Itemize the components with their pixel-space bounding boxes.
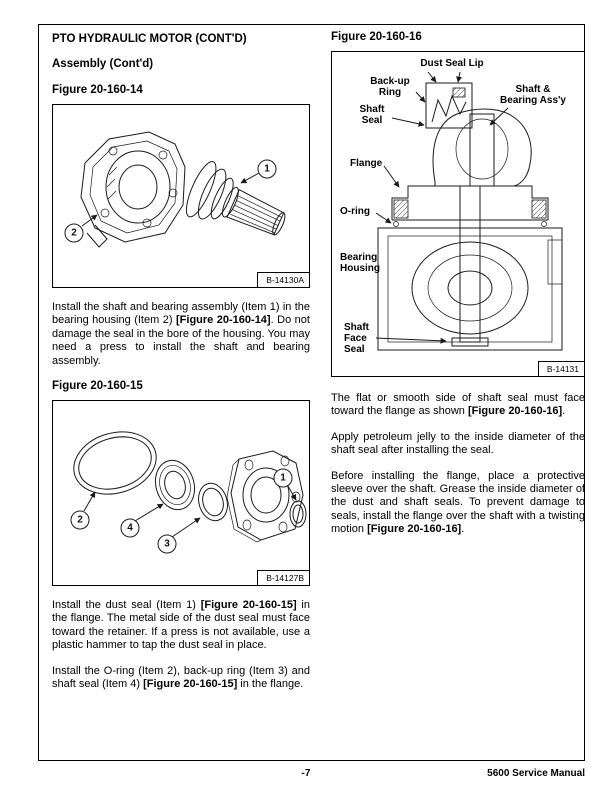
- left-column: PTO HYDRAULIC MOTOR (CONT'D) Assembly (C…: [52, 33, 310, 703]
- fig14-callout-2: 2: [71, 228, 77, 239]
- figure-14-title: Figure 20-160-14: [52, 84, 143, 96]
- section-heading: PTO HYDRAULIC MOTOR (CONT'D): [52, 33, 247, 45]
- flange-drawing: [226, 450, 304, 543]
- shaft-bearing-section-drawing: [432, 108, 532, 187]
- figure-reference: [Figure 20-160-15]: [200, 599, 297, 612]
- figure-16-ref: B-14131: [537, 361, 584, 376]
- text-run: .: [562, 405, 566, 418]
- fig15-callout-4-circle: [120, 518, 140, 538]
- page-number: -7: [301, 768, 311, 779]
- manual-title: 5600 Service Manual: [487, 768, 585, 779]
- label-back-up-ring: Back-up Ring: [370, 76, 410, 98]
- label-o-ring: O-ring: [340, 206, 370, 217]
- text-run: in the flange.: [237, 678, 304, 691]
- text-run: Install the dust seal (Item 1): [52, 599, 201, 612]
- subsection-heading: Assembly (Cont'd): [52, 58, 154, 70]
- figure-reference: [Figure 20-160-14]: [176, 314, 271, 327]
- figure-14: 1 2 B-14130A: [52, 104, 310, 288]
- fig15-callout-1-circle: [273, 468, 293, 488]
- label-bearing-housing: Bearing Housing: [340, 252, 380, 274]
- paragraph-shaft-seal-orientation: The flat or smooth side of shaft seal mu…: [331, 392, 585, 419]
- label-dust-seal-lip: Dust Seal Lip: [420, 58, 484, 69]
- text-run: Install the shaft and bearing assembly (…: [52, 301, 310, 327]
- paragraph-install-oring: Install the O-ring (Item 2), back-up rin…: [52, 665, 310, 692]
- fig15-callout-4: 4: [127, 523, 133, 534]
- figure-16-drawing: [375, 71, 563, 351]
- page-border: [38, 24, 585, 761]
- dust-seal-inset-drawing: [425, 82, 473, 129]
- figure-16-title: Figure 20-160-16: [331, 31, 422, 43]
- figure-reference: [Figure 20-160-16]: [367, 523, 462, 536]
- figure-reference: [Figure 20-160-15]: [143, 678, 238, 691]
- label-shaft-seal: Shaft Seal: [359, 104, 385, 126]
- backup-ring-drawing: [198, 482, 228, 522]
- figure-15-drawing: 1 2 4 3: [70, 431, 307, 554]
- fig14-callout-2-circle: [64, 223, 84, 243]
- fig15-callout-2: 2: [77, 515, 83, 526]
- o-ring-drawing: [73, 431, 157, 495]
- label-flange: Flange: [350, 158, 383, 169]
- text-run: Apply petroleum jelly to the inside diam…: [331, 430, 585, 457]
- shaft-bearing-assembly-drawing: [185, 161, 286, 236]
- paragraph-install-dust-seal: Install the dust seal (Item 1) [Figure 2…: [52, 599, 310, 653]
- text-run: The flat or smooth side of shaft seal mu…: [331, 392, 585, 418]
- label-shaft-bearing-assy: Shaft & Bearing Ass'y: [500, 84, 566, 106]
- bearing-housing-section-drawing: [377, 185, 563, 351]
- figure-15-title: Figure 20-160-15: [52, 380, 143, 393]
- text-run: Before installing the flange, place a pr…: [331, 469, 585, 536]
- figure-reference: [Figure 20-160-16]: [467, 405, 563, 418]
- fig15-callout-3: 3: [164, 539, 170, 550]
- right-column: Figure 20-160-16: [331, 31, 585, 549]
- motor-housing-drawing: [80, 131, 186, 248]
- fig15-callout-3-circle: [157, 534, 177, 554]
- paragraph-petroleum-jelly: Apply petroleum jelly to the inside diam…: [331, 431, 585, 458]
- figure-15: 1 2 4 3 B-14127B: [52, 400, 310, 587]
- paragraph-install-shaft-bearing: Install the shaft and bearing assembly (…: [52, 301, 310, 368]
- paragraph-install-flange: Before installing the flange, place a pr…: [331, 470, 585, 537]
- text-run: . Do not damage the seal in the bore of …: [52, 314, 310, 367]
- figure-14-ref: B-14130A: [257, 272, 309, 287]
- text-run: .: [461, 523, 465, 536]
- fig15-callout-1: 1: [280, 473, 286, 484]
- dust-seal-drawing: [289, 500, 307, 528]
- fig14-callout-1: 1: [264, 164, 270, 175]
- fig14-callout-1-circle: [257, 159, 277, 179]
- figure-14-drawing: 1 2: [64, 131, 286, 248]
- label-shaft-face-seal: Shaft Face Seal: [344, 322, 369, 355]
- fig15-callout-2-circle: [70, 510, 90, 530]
- shaft-seal-drawing: [154, 459, 196, 511]
- flange-section-drawing: [391, 185, 549, 227]
- figure-15-ref: B-14127B: [257, 570, 309, 586]
- text-run: Install the O-ring (Item 2), back-up rin…: [52, 664, 310, 691]
- text-run: in the flange. The metal side of the dus…: [52, 599, 310, 652]
- figure-16: Dust Seal Lip Back-up Ring Shaft & Beari…: [331, 51, 585, 377]
